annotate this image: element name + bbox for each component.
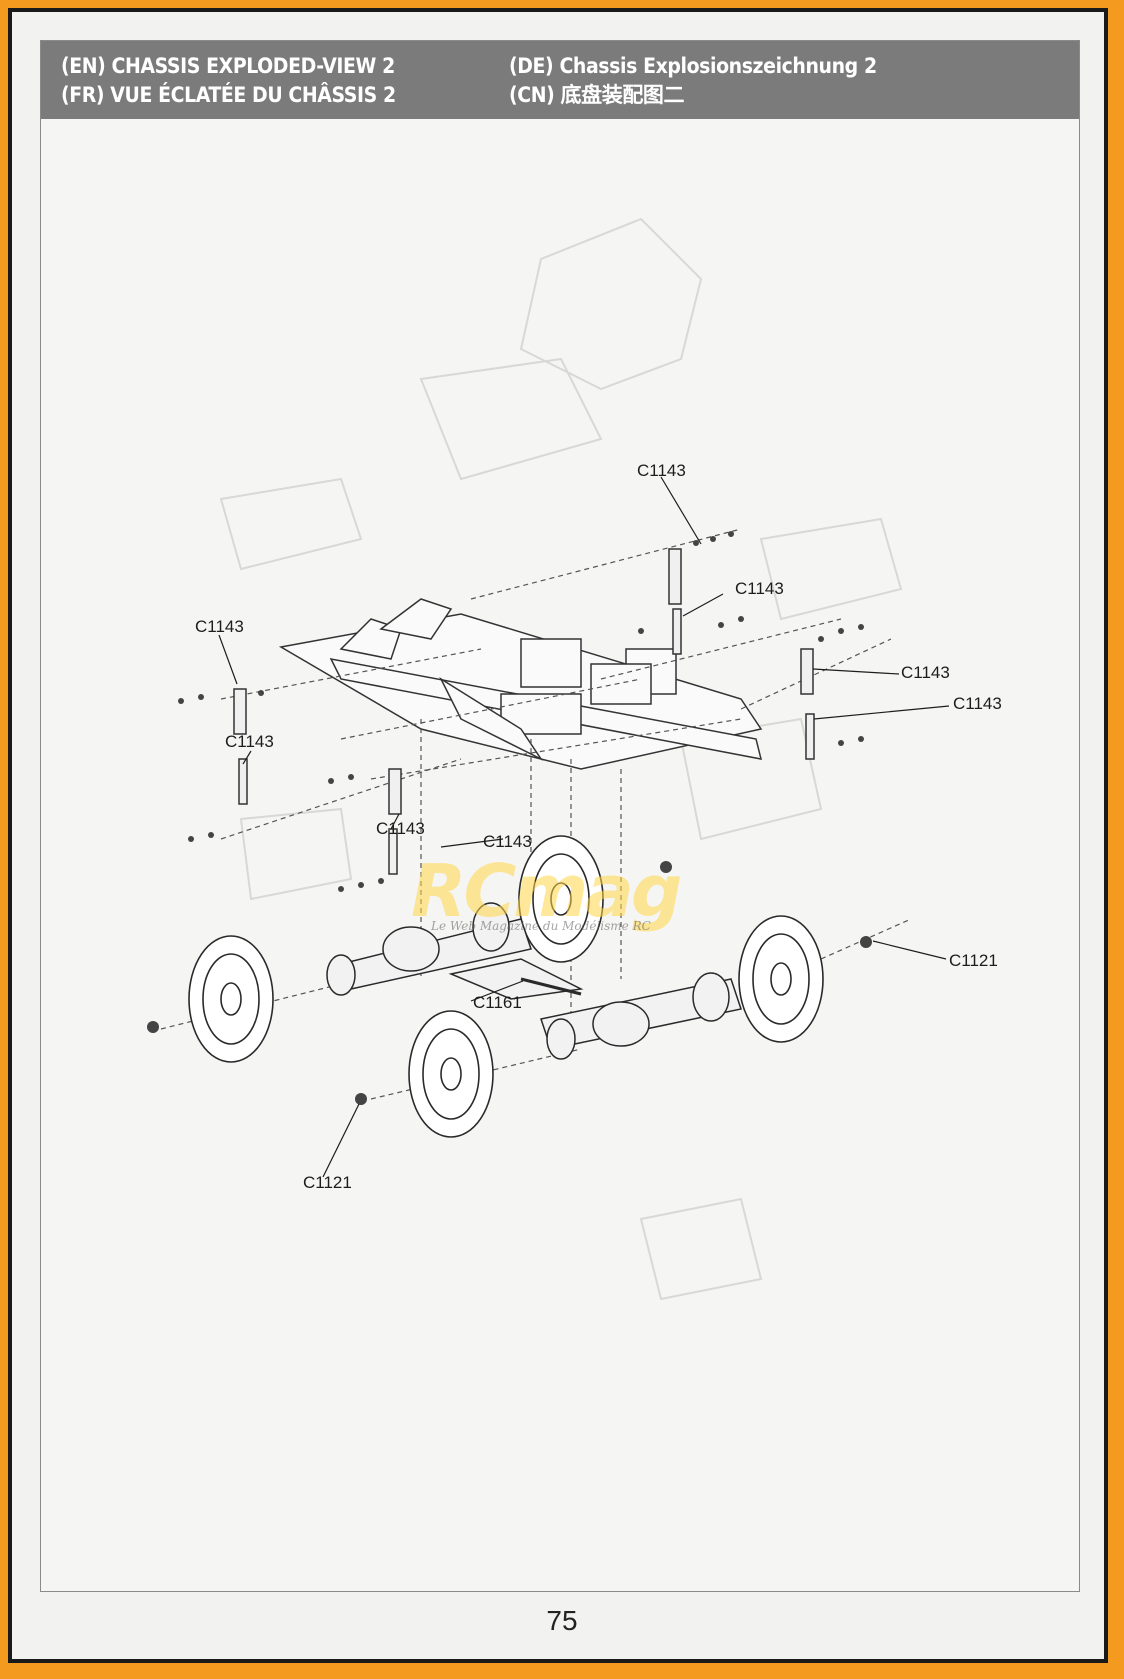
callout-c1143-center-left: C1143 [376, 819, 425, 838]
header-title-en: (EN) CHASSIS EXPLODED-VIEW 2 [61, 54, 395, 78]
watermark-tagline: Le Web Magazine du Modélisme RC [431, 919, 651, 933]
callout-c1143-top: C1143 [637, 461, 686, 480]
header-title-de: (DE) Chassis Explosionszeichnung 2 [509, 54, 877, 78]
watermark-logo: RCmag [411, 849, 682, 933]
callout-c1143-left-lower: C1143 [225, 732, 274, 751]
callout-c1121-left: C1121 [303, 1173, 352, 1192]
section-header: (EN) CHASSIS EXPLODED-VIEW 2 (FR) VUE ÉC… [41, 41, 1079, 119]
chassis-drawing [147, 217, 950, 1301]
rcmag-watermark: RCmag Le Web Magazine du Modélisme RC [411, 849, 711, 939]
callout-c1143-right-upper: C1143 [901, 663, 950, 682]
callout-c1143-center-right: C1143 [483, 832, 532, 851]
header-title-fr: (FR) VUE ÉCLATÉE DU CHÂSSIS 2 [61, 83, 396, 107]
page-number: 75 [546, 1605, 578, 1636]
exploded-view-diagram: C1143 C1143 C1143 C1143 C1143 C1143 C114… [41, 119, 1079, 1591]
callout-c1161: C1161 [473, 993, 522, 1012]
callout-c1143-left-upper: C1143 [195, 617, 244, 636]
callout-c1143-right-lower: C1143 [953, 694, 1002, 713]
callout-c1121-right: C1121 [949, 951, 998, 970]
manual-page: (EN) CHASSIS EXPLODED-VIEW 2 (FR) VUE ÉC… [40, 40, 1080, 1592]
callout-c1143-top-lower: C1143 [735, 579, 784, 598]
header-title-cn: (CN) 底盘装配图二 [509, 83, 685, 107]
